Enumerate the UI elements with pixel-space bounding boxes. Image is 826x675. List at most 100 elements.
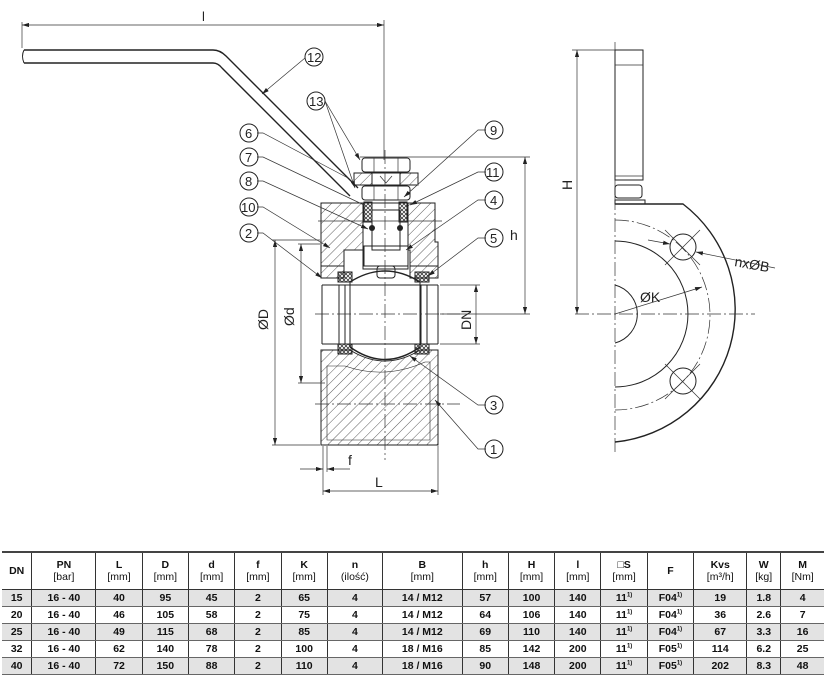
column-header: L[mm]	[95, 551, 143, 590]
column-name: B	[418, 559, 427, 571]
table-cell: 150	[141, 657, 189, 675]
callout-1: 1	[434, 399, 504, 459]
column-unit: [mm]	[566, 571, 590, 583]
column-unit: [bar]	[53, 571, 75, 583]
column-header: W[kg]	[746, 551, 781, 590]
column-name: d	[208, 559, 215, 571]
footnote-mark: 1)	[676, 626, 683, 633]
table-cell: 57	[461, 589, 509, 607]
table-cell: 16 - 40	[31, 640, 96, 658]
footnote-mark: 1)	[626, 626, 633, 633]
column-unit: [mm]	[246, 571, 270, 583]
column-unit: [mm]	[519, 571, 544, 583]
table-cell: 105	[141, 606, 189, 624]
footnote-mark: 1)	[676, 643, 683, 650]
column-name: □S	[617, 559, 631, 571]
column-unit: [mm]	[292, 571, 316, 583]
table-cell: 14 / M12	[381, 589, 463, 607]
callout-5: 5	[427, 228, 504, 277]
table-cell: 111)	[600, 589, 648, 607]
callout-6: 6	[239, 123, 349, 179]
dimension-diameters: ØD Ød	[255, 239, 325, 446]
column-unit: [m³/h]	[706, 571, 734, 583]
label-face-height: f	[348, 452, 352, 468]
table-cell: 68	[187, 623, 235, 641]
table-cell: 4	[326, 640, 383, 658]
column-header: F	[646, 551, 694, 590]
table-cell: 2	[234, 657, 282, 675]
table-cell: 46	[95, 606, 143, 624]
table-cell: 16 - 40	[31, 589, 96, 607]
table-cell: 25	[2, 623, 32, 641]
column-name: F	[667, 565, 674, 577]
table-cell: 2	[234, 640, 282, 658]
footnote-mark: 1)	[626, 609, 633, 616]
table-cell: 72	[95, 657, 143, 675]
table-cell: 3.3	[746, 623, 781, 641]
table-cell: 111)	[600, 640, 648, 658]
table-cell: 4	[326, 623, 383, 641]
callout-8: 8	[239, 171, 369, 230]
table-cell: 7	[780, 606, 824, 624]
table-cell: 67	[693, 623, 747, 641]
label-handle-length: l	[202, 9, 205, 24]
column-name: PN	[56, 559, 72, 571]
table-cell: 115	[141, 623, 189, 641]
callout-3: 3	[409, 355, 504, 415]
table-cell: 62	[95, 640, 143, 658]
table-cell: F051)	[646, 640, 694, 658]
column-header: Kvs[m³/h]	[693, 551, 747, 590]
footnote-mark: 1)	[676, 609, 683, 616]
callout-12: 12	[261, 47, 324, 95]
handle	[22, 49, 359, 197]
table-cell: 36	[693, 606, 747, 624]
table-cell: 15	[2, 589, 32, 607]
column-unit: [mm]	[410, 571, 434, 583]
footnote-mark: 1)	[626, 660, 633, 667]
table-cell: 4	[326, 657, 383, 675]
table-cell: 2.6	[746, 606, 781, 624]
table-cell: 140	[554, 623, 601, 641]
column-unit: [mm]	[473, 571, 497, 583]
valve-body-section	[315, 150, 460, 460]
column-header: d[mm]	[187, 551, 235, 590]
table-cell: 2	[234, 589, 282, 607]
table-cell: 18 / M16	[381, 657, 463, 675]
svg-text:13: 13	[309, 94, 323, 109]
footnote-mark: 1)	[676, 592, 683, 599]
table-cell: 6.2	[746, 640, 781, 658]
callout-13: 13	[306, 91, 361, 189]
table-cell: 1.8	[746, 589, 781, 607]
table-cell: 58	[187, 606, 235, 624]
table-cell: 69	[461, 623, 509, 641]
table-cell: 25	[780, 640, 824, 658]
column-name: l	[576, 559, 580, 571]
footnote-mark: 1)	[676, 660, 683, 667]
column-header: l[mm]	[554, 551, 601, 590]
table-cell: 111)	[600, 623, 648, 641]
footnote-mark: 1)	[626, 643, 633, 650]
column-unit: [mm]	[199, 571, 224, 583]
table-cell: 100	[507, 589, 555, 607]
column-header: □S[mm]	[600, 551, 648, 590]
callout-11: 11	[409, 162, 504, 206]
column-unit: (ilość)	[340, 571, 369, 583]
table-cell: 75	[280, 606, 328, 624]
table-cell: 78	[187, 640, 235, 658]
table-cell: 106	[507, 606, 555, 624]
table-cell: 202	[693, 657, 747, 675]
table-cell: 142	[507, 640, 555, 658]
label-bolt-holes: nxØB	[733, 253, 770, 275]
table-cell: 64	[461, 606, 509, 624]
dimension-dn: DN	[440, 284, 480, 345]
table-cell: 14 / M12	[381, 606, 463, 624]
table-cell: 8.3	[746, 657, 781, 675]
label-total-height: H	[559, 180, 575, 190]
table-cell: 14 / M12	[381, 623, 463, 641]
table-cell: 140	[141, 640, 189, 658]
